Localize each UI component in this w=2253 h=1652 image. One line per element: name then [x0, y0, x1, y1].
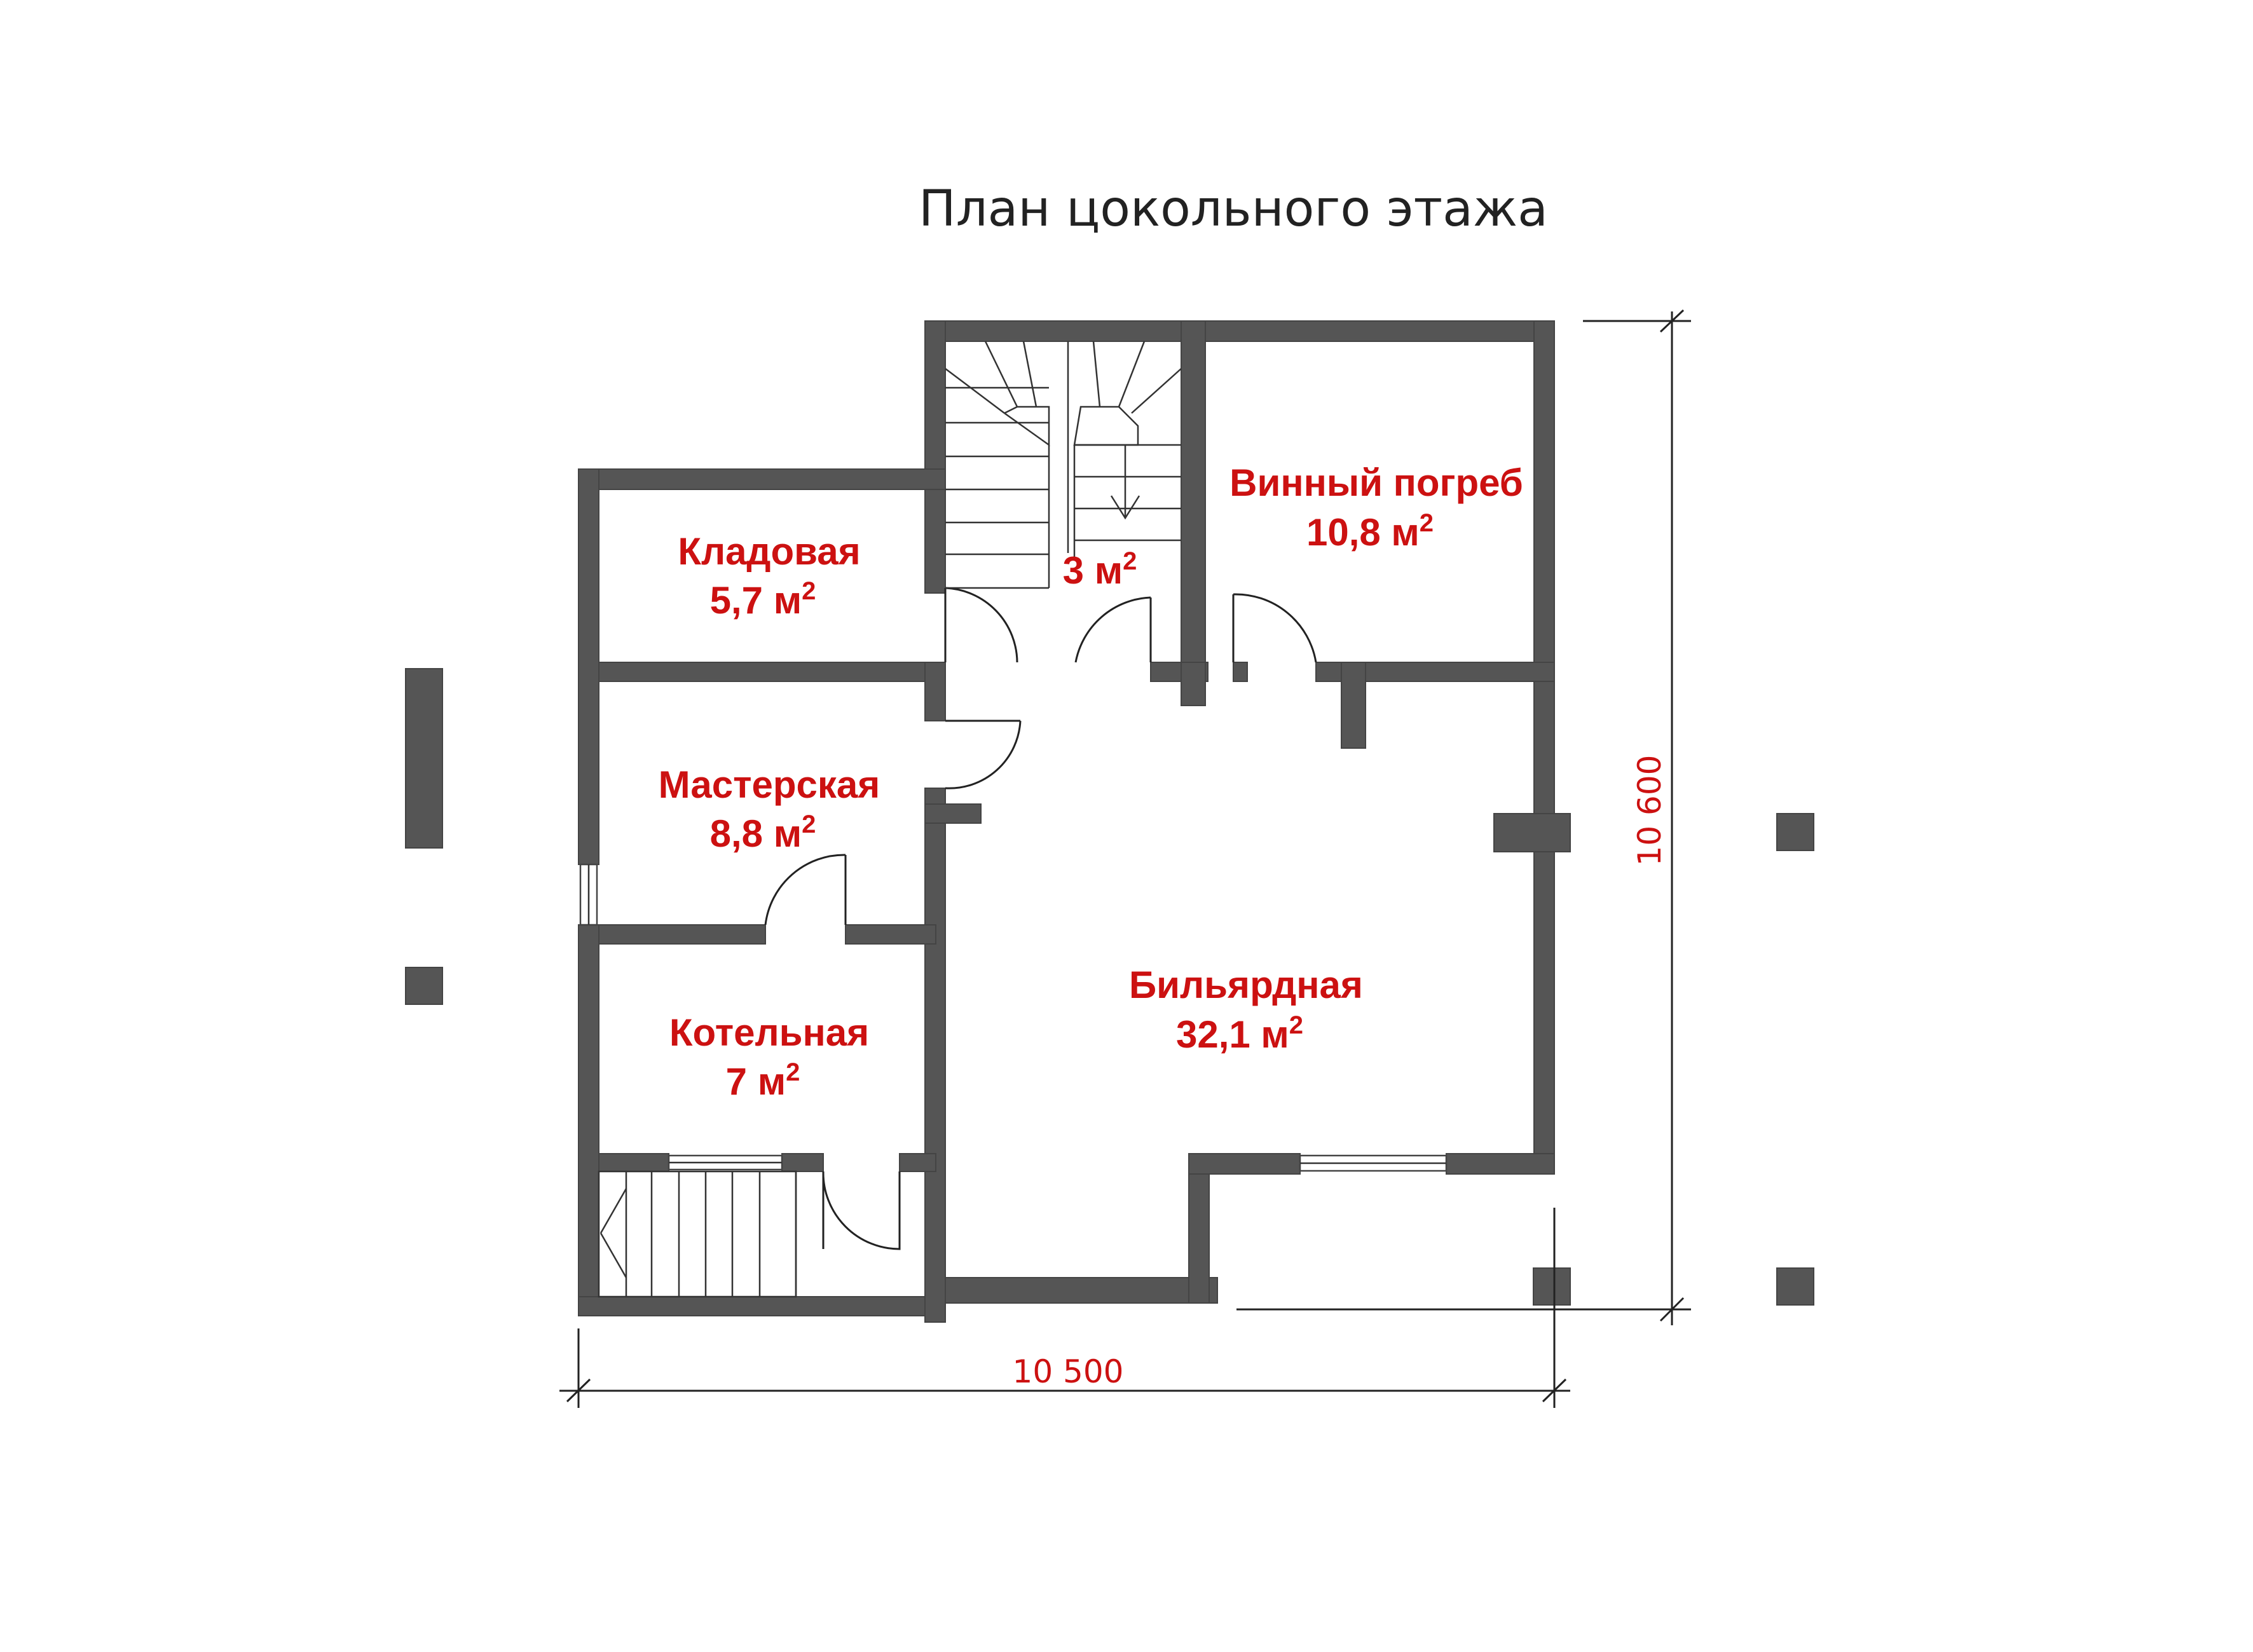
wall-storage-bottom [598, 662, 936, 682]
walls [405, 320, 1814, 1323]
wall-wine-stub [1341, 662, 1366, 749]
stairs-upper [945, 341, 1182, 589]
dimension-lines [559, 309, 1691, 1408]
outer-wall-top-upper [924, 320, 1555, 342]
door-exit [822, 1171, 901, 1250]
column-right-upper [1776, 813, 1814, 851]
wall-boiler-bottom-left [598, 1153, 669, 1172]
outer-wall-left-lower [578, 924, 599, 1316]
room-name: Котельная [669, 1011, 869, 1054]
door-workshop [945, 720, 1022, 789]
dimension-width: 10 500 [1013, 1353, 1124, 1390]
room-name: Бильярдная [1129, 964, 1363, 1006]
wall-stair-wine [1181, 320, 1206, 674]
column-left-small [405, 967, 443, 1005]
door-storage [944, 587, 1018, 663]
dimension-height: 10 600 [1631, 755, 1668, 866]
wall-hall-left-lower [924, 788, 946, 1323]
outer-wall-notch-vertical [1188, 1153, 1210, 1304]
windows [579, 863, 1448, 1172]
room-name: Винный погреб [1229, 461, 1523, 504]
room-area: 3 м2 [1063, 547, 1137, 592]
wall-workshop-bottom-left [598, 924, 766, 945]
wall-center-post-lower [1181, 662, 1206, 706]
room-storage: Кладовая 5,7 м2 [678, 530, 860, 622]
outer-wall-right [1533, 320, 1555, 1173]
room-workshop: Мастерская 8,8 м2 [659, 763, 880, 855]
outer-wall-notch-top-left [1188, 1153, 1301, 1175]
room-boiler: Котельная 7 м2 [669, 1011, 869, 1103]
column-right-lower [1776, 1267, 1814, 1306]
wall-hall-left-upper [924, 662, 946, 721]
wall-hall-stub [924, 803, 982, 824]
room-name: Мастерская [659, 763, 880, 806]
room-stair-hall: 3 м2 [1063, 547, 1137, 592]
stairs-lower [598, 1170, 797, 1298]
column-left-tall [405, 668, 443, 849]
outer-wall-notch-top-right [1446, 1153, 1555, 1175]
outer-wall-bottom-left [578, 1296, 926, 1316]
wall-boiler-bottom-right [899, 1153, 936, 1172]
doors [764, 587, 1317, 1250]
room-area: 8,8 м2 [710, 810, 816, 855]
wall-pilaster-right [1493, 813, 1571, 852]
room-labels: Кладовая 5,7 м2 3 м2 Винный погреб 10,8 … [659, 461, 1523, 1103]
outer-wall-left-upper [578, 468, 599, 865]
room-area: 7 м2 [726, 1058, 800, 1103]
room-name: Кладовая [678, 530, 860, 573]
column-bottom-center [1533, 1267, 1571, 1306]
wall-wine-bottom-left [1233, 662, 1248, 682]
room-area: 5,7 м2 [710, 577, 816, 622]
room-wine-cellar: Винный погреб 10,8 м2 [1229, 461, 1523, 554]
outer-wall-top-left [578, 468, 946, 490]
outer-wall-stair-left [924, 320, 946, 594]
plan-title: План цокольного этажа [919, 181, 1548, 238]
room-area: 32,1 м2 [1176, 1011, 1303, 1056]
wall-boiler-bottom-mid [781, 1153, 824, 1172]
door-boiler [764, 854, 847, 925]
door-wine-cellar [1232, 593, 1317, 663]
door-stairhall [1074, 596, 1152, 663]
outer-wall-bottom-billiard [924, 1277, 1218, 1304]
room-area: 10,8 м2 [1306, 509, 1434, 554]
wall-workshop-bottom-right [845, 924, 936, 945]
room-billiard: Бильярдная 32,1 м2 [1129, 964, 1363, 1056]
